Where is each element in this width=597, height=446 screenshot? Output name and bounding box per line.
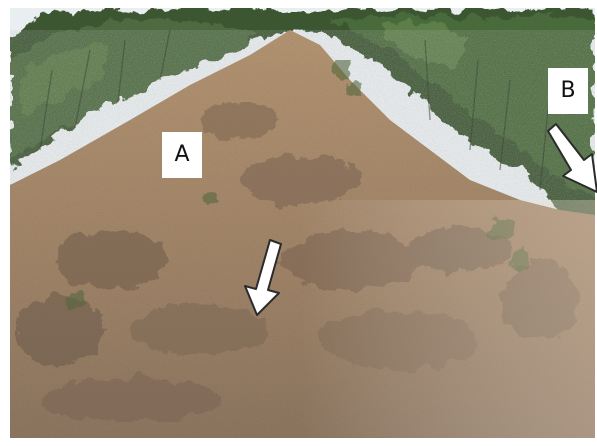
label-b-text: B xyxy=(560,78,576,103)
haze xyxy=(300,200,595,438)
label-a: A xyxy=(162,132,202,178)
tree-trunks xyxy=(39,29,549,191)
arrow-down-right-icon xyxy=(547,123,597,193)
arrow-down-icon xyxy=(244,239,282,316)
label-b: B xyxy=(548,68,588,114)
forest-canopy xyxy=(10,8,595,230)
label-a-text: A xyxy=(174,142,190,167)
